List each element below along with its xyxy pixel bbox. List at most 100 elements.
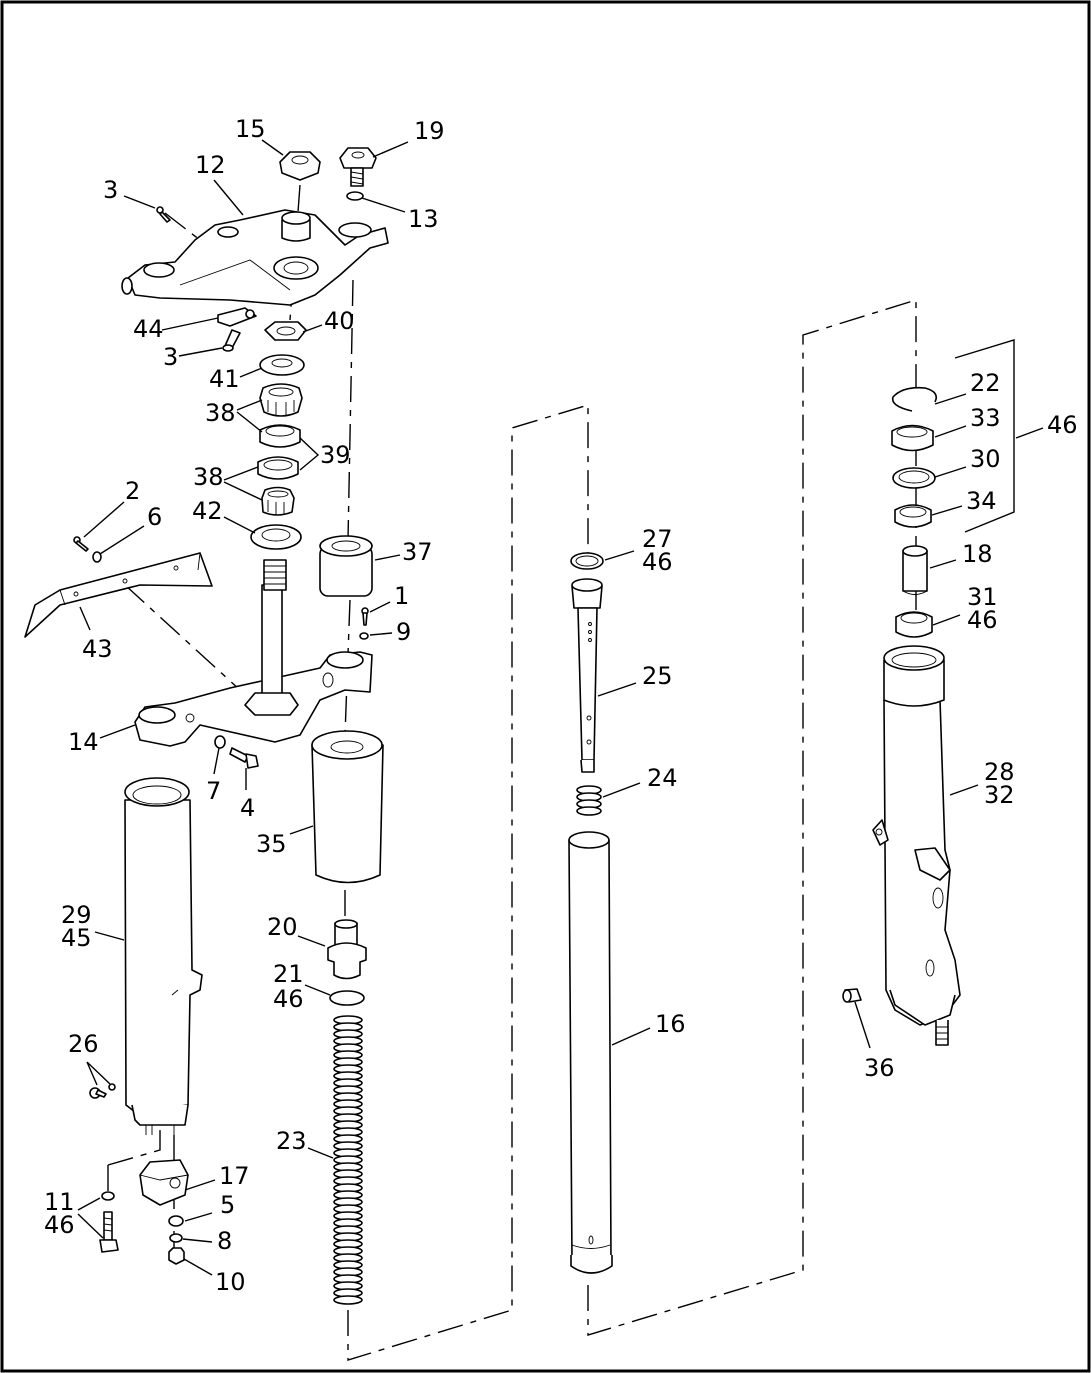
part-11-washer [101, 1191, 115, 1201]
callout-35: 35 [256, 830, 287, 858]
part-9-washer [359, 632, 369, 640]
part-23-spring [333, 1015, 363, 1305]
part-43-cover [24, 552, 213, 638]
part-11-bolt [99, 1211, 119, 1253]
part-28-slider-right [872, 645, 961, 1046]
part-16-fork-tube [568, 831, 613, 1274]
callout-12: 12 [195, 151, 226, 179]
callout-46: 46 [967, 606, 998, 634]
callout-34: 34 [966, 487, 997, 515]
callout-46: 46 [642, 548, 673, 576]
part-10-nut [168, 1247, 185, 1265]
part-29-slider-left [124, 777, 203, 1155]
part-19-plug [339, 147, 377, 187]
callout-20: 20 [267, 913, 298, 941]
part-31-bushing [895, 611, 933, 638]
callout-42: 42 [192, 497, 223, 525]
part-34-bushing [894, 504, 932, 528]
part-3-screw [156, 206, 171, 223]
callout-37: 37 [402, 538, 433, 566]
part-33-seal [891, 424, 934, 452]
callout-38: 38 [193, 463, 224, 491]
callout-39: 39 [320, 441, 351, 469]
part-4-bolt [229, 747, 259, 769]
callout-3: 3 [103, 176, 118, 204]
callout-11: 11 [44, 1188, 75, 1216]
part-24-spring [576, 785, 602, 816]
callout-labels: 15 19 12 3 13 44 40 3 41 38 39 38 2 6 42… [44, 115, 1078, 1296]
part-18-oil-lock [902, 545, 928, 595]
callout-7: 7 [206, 777, 221, 805]
callout-41: 41 [209, 365, 240, 393]
part-25-damper-rod [571, 578, 603, 773]
part-44-clamp [217, 307, 257, 327]
callout-26: 26 [68, 1030, 99, 1058]
upper-bracket [121, 209, 389, 306]
part-41-washer [259, 354, 305, 376]
part-14-lower-bracket [134, 559, 373, 747]
callout-9: 9 [396, 618, 411, 646]
callout-21: 21 [273, 960, 304, 988]
callout-46: 46 [1047, 411, 1078, 439]
callout-45: 45 [61, 924, 92, 952]
callout-16: 16 [655, 1010, 686, 1038]
callout-27: 27 [642, 525, 673, 553]
callout-17: 17 [219, 1162, 250, 1190]
callout-40: 40 [324, 307, 355, 335]
callout-30: 30 [970, 445, 1001, 473]
part-8-lockwasher [169, 1233, 183, 1243]
part-1-screw [361, 607, 369, 626]
callout-36: 36 [864, 1054, 895, 1082]
callout-2: 2 [125, 477, 140, 505]
part-30-washer [892, 467, 936, 489]
part-40-nut [264, 321, 307, 341]
callout-25: 25 [642, 662, 673, 690]
part-17-axle-cap [139, 1159, 189, 1206]
part-39-race-lower [257, 456, 299, 480]
callout-46: 46 [44, 1211, 75, 1239]
part-6-washer [92, 551, 102, 563]
callout-22: 22 [970, 369, 1001, 397]
part-21-oring [329, 990, 365, 1006]
callout-13: 13 [408, 205, 439, 233]
callout-31: 31 [967, 583, 998, 611]
callout-5: 5 [220, 1191, 235, 1219]
part-13-oring [346, 191, 364, 201]
callout-15: 15 [235, 115, 266, 143]
spring-coil [333, 1295, 363, 1305]
part-5-washer [168, 1215, 184, 1227]
callout-44: 44 [133, 315, 164, 343]
callout-18: 18 [962, 540, 993, 568]
part-2-screw [73, 536, 89, 552]
callout-10: 10 [215, 1268, 246, 1296]
part-22-retaining-ring [891, 386, 938, 412]
callout-1: 1 [394, 582, 409, 610]
callout-43: 43 [82, 635, 113, 663]
leader-lines [77, 139, 1044, 1276]
part-38-bearing-lower [261, 486, 295, 516]
callout-24: 24 [647, 764, 678, 792]
callout-32: 32 [984, 781, 1015, 809]
part-27-retaining-ring [570, 552, 604, 570]
part-35-boot [311, 730, 384, 884]
callout-4: 4 [240, 794, 255, 822]
part-37-spacer [319, 535, 373, 597]
part-36-plug [842, 988, 862, 1003]
callout-23: 23 [276, 1127, 307, 1155]
callout-38: 38 [205, 399, 236, 427]
part-3-screw-lower [222, 329, 241, 352]
part-39-race-upper [259, 424, 301, 448]
callout-46: 46 [273, 985, 304, 1013]
part-42-seal [250, 524, 302, 550]
callout-6: 6 [147, 503, 162, 531]
part-20-valve [327, 919, 367, 980]
callout-29: 29 [61, 901, 92, 929]
part-7-washer [214, 735, 226, 749]
part-15-nut [279, 151, 321, 181]
callout-28: 28 [984, 758, 1015, 786]
callout-14: 14 [68, 728, 99, 756]
part-38-bearing-upper [259, 383, 303, 417]
callout-3: 3 [163, 343, 178, 371]
callout-33: 33 [970, 404, 1001, 432]
